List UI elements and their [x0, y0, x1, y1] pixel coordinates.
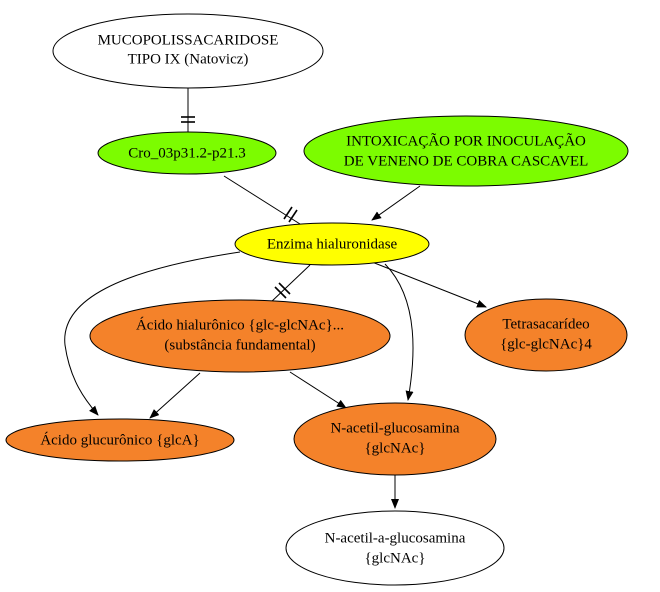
node-label-line-2: DE VENENO DE COBRA CASCAVEL [344, 153, 588, 169]
node-label-line-1: Ácido glucurônico {glcA} [40, 431, 199, 448]
edges-layer [64, 88, 487, 509]
node-n-acetil-glucosamina: N-acetil-glucosamina {glcNAc} [293, 402, 497, 476]
nodes-layer: MUCOPOLISSACARIDOSE TIPO IX (Natovicz) C… [5, 13, 629, 586]
node-label-line-2: {glc-glcNAc}4 [500, 336, 592, 352]
edge-acido-hialuronico-acido-glucuronico [149, 372, 201, 419]
node-n-acetil-a-glucosamina: N-acetil-a-glucosamina {glcNAc} [285, 510, 505, 586]
edge-intoxicacao-enzima [371, 185, 421, 221]
node-label-line-1: INTOXICAÇÃO POR INOCULAÇÃO [346, 133, 586, 149]
node-label-line-2: TIPO IX (Natovicz) [128, 51, 249, 67]
node-label-line-2: {glcNAc} [364, 440, 425, 456]
node-label-line-1: MUCOPOLISSACARIDOSE [98, 32, 279, 48]
node-shape [5, 418, 235, 462]
edge-enzima-n-acetil-glucosamina [384, 263, 414, 401]
node-enzima: Enzima hialuronidase [234, 222, 430, 266]
node-acido-glucuronico: Ácido glucurônico {glcA} [5, 418, 235, 462]
node-mucopolissacaridose: MUCOPOLISSACARIDOSE TIPO IX (Natovicz) [52, 13, 324, 89]
node-shape [293, 402, 497, 476]
node-tetrasacarideo: Tetrasacarídeo {glc-glcNAc}4 [464, 298, 628, 372]
node-label-line-1: Cro_03p31.2-p21.3 [128, 145, 246, 161]
node-shape [97, 131, 277, 175]
node-intoxicacao: INTOXICAÇÃO POR INOCULAÇÃO DE VENENO DE … [303, 115, 629, 187]
node-label-line-1: Tetrasacarídeo [502, 316, 589, 332]
node-shape [464, 298, 628, 372]
node-label-line-1: N-acetil-glucosamina [330, 420, 459, 436]
node-label-line-1: Enzima hialuronidase [267, 236, 398, 252]
edge-cro-enzima [223, 175, 301, 225]
edge-enzima-tetrasacarideo [371, 261, 487, 308]
node-shape [89, 299, 391, 373]
node-shape [285, 510, 505, 586]
edge-acido-hialuronico-n-acetil-glucosamina [289, 371, 347, 409]
node-cro: Cro_03p31.2-p21.3 [97, 131, 277, 175]
node-shape [303, 115, 629, 187]
node-shape [234, 222, 430, 266]
node-shape [52, 13, 324, 89]
edge-mucopolissacaridose-cro [181, 88, 195, 133]
node-label-line-1: Ácido hialurônico {glc-glcNAc}... [136, 316, 344, 333]
node-label-line-1: N-acetil-a-glucosamina [325, 530, 466, 546]
node-label-line-2: {glcNAc} [364, 550, 425, 566]
node-acido-hialuronico: Ácido hialurônico {glc-glcNAc}... (subst… [89, 299, 391, 373]
edge-enzima-acido-glucuronico [64, 251, 241, 416]
edge-enzima-acido-hialuronico [269, 264, 311, 304]
node-label-line-2: (substância fundamental) [164, 337, 315, 353]
